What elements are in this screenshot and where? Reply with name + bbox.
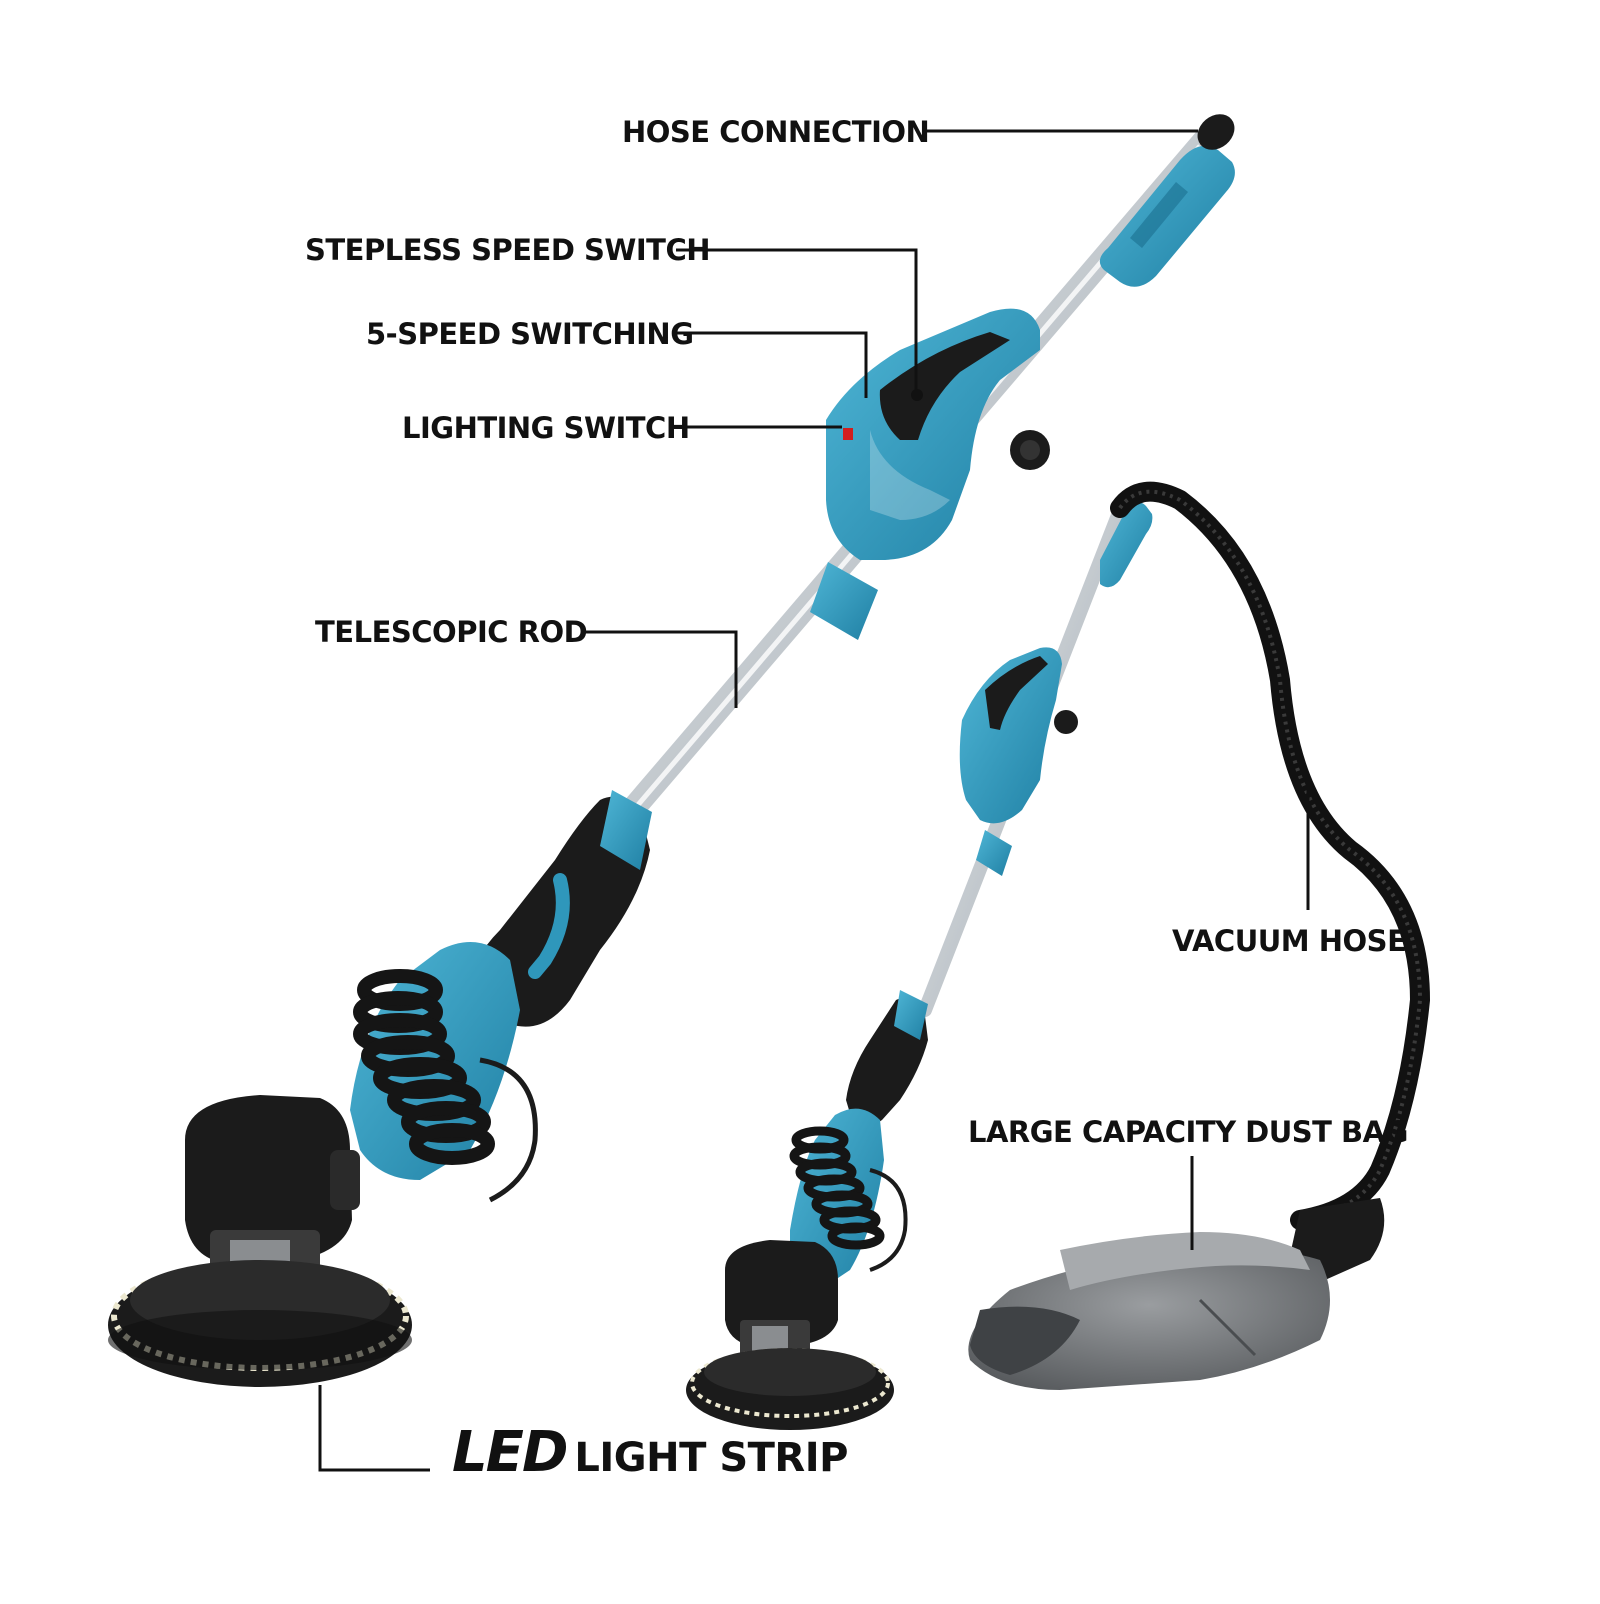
motor-housing [185, 1095, 352, 1262]
label-telescopic-rod: TELESCOPIC ROD [315, 615, 588, 649]
vacuum-hose [1110, 481, 1431, 1230]
label-vacuum-hose: VACUUM HOSE [1172, 924, 1407, 958]
dust-bag [968, 1198, 1385, 1390]
label-led-prefix: LED [452, 1420, 568, 1485]
leader-stepless-speed-switch [676, 248, 918, 392]
main-handle [826, 308, 1040, 560]
leader-telescopic-rod [582, 630, 738, 708]
small-sander [686, 481, 1431, 1430]
rod-collar [810, 562, 878, 640]
hose-connection-cap [1197, 114, 1235, 150]
label-hose-connection: HOSE CONNECTION [622, 115, 930, 149]
leader-led-strip [318, 1385, 430, 1472]
label-stepless-speed-switch: STEPLESS SPEED SWITCH [305, 233, 711, 267]
large-sander [108, 114, 1235, 1387]
label-led-suffix: LIGHT STRIP [574, 1435, 848, 1481]
leader-five-speed-switching [676, 331, 868, 398]
leader-lines [318, 129, 1310, 1472]
coil-hose [353, 969, 495, 1165]
label-lighting-switch: LIGHTING SWITCH [402, 411, 690, 445]
lighting-switch-led [843, 428, 853, 440]
label-five-speed-switching: 5-SPEED SWITCHING [366, 317, 694, 351]
label-large-capacity-dust-bag: LARGE CAPACITY DUST BAG [968, 1115, 1408, 1149]
